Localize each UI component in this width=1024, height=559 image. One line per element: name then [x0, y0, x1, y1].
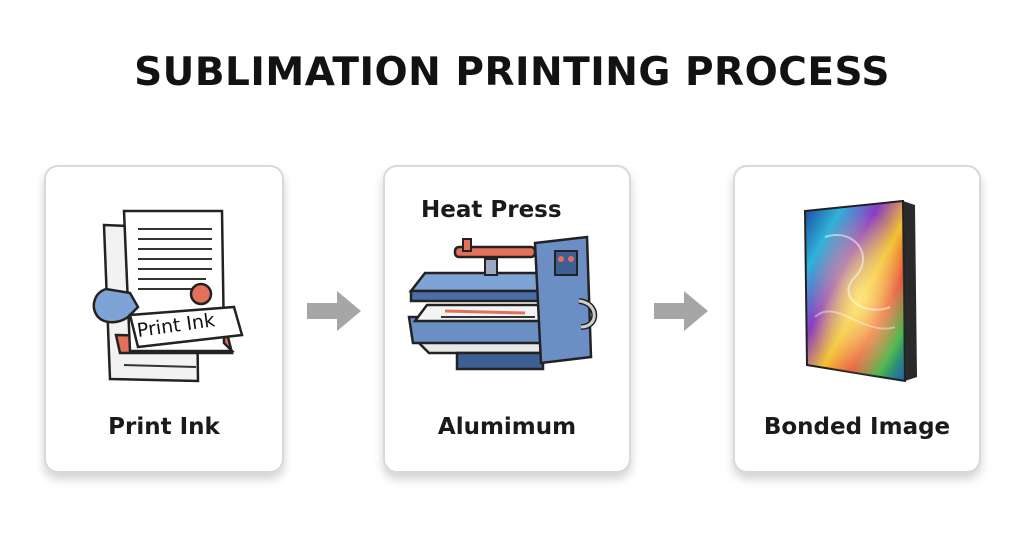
step-card-bonded-image: Bonded Image	[733, 165, 981, 473]
page-title: SUBLIMATION PRINTING PROCESS	[134, 50, 890, 95]
arrow-right-icon	[654, 291, 708, 331]
step-card-print-ink: Print Ink Print Ink	[44, 165, 284, 473]
step-heading: Heat Press	[421, 197, 562, 223]
step-card-heat-press: Heat Press Alumimum	[383, 165, 631, 473]
colorful-panel-icon	[803, 199, 917, 383]
step-label: Alumimum	[437, 414, 577, 440]
arrow-right-icon	[307, 291, 361, 331]
step-label: Bonded Image	[763, 414, 951, 440]
paper-document-icon: Print Ink	[92, 209, 244, 383]
heat-press-icon	[407, 235, 598, 371]
step-label: Print Ink	[108, 414, 220, 440]
